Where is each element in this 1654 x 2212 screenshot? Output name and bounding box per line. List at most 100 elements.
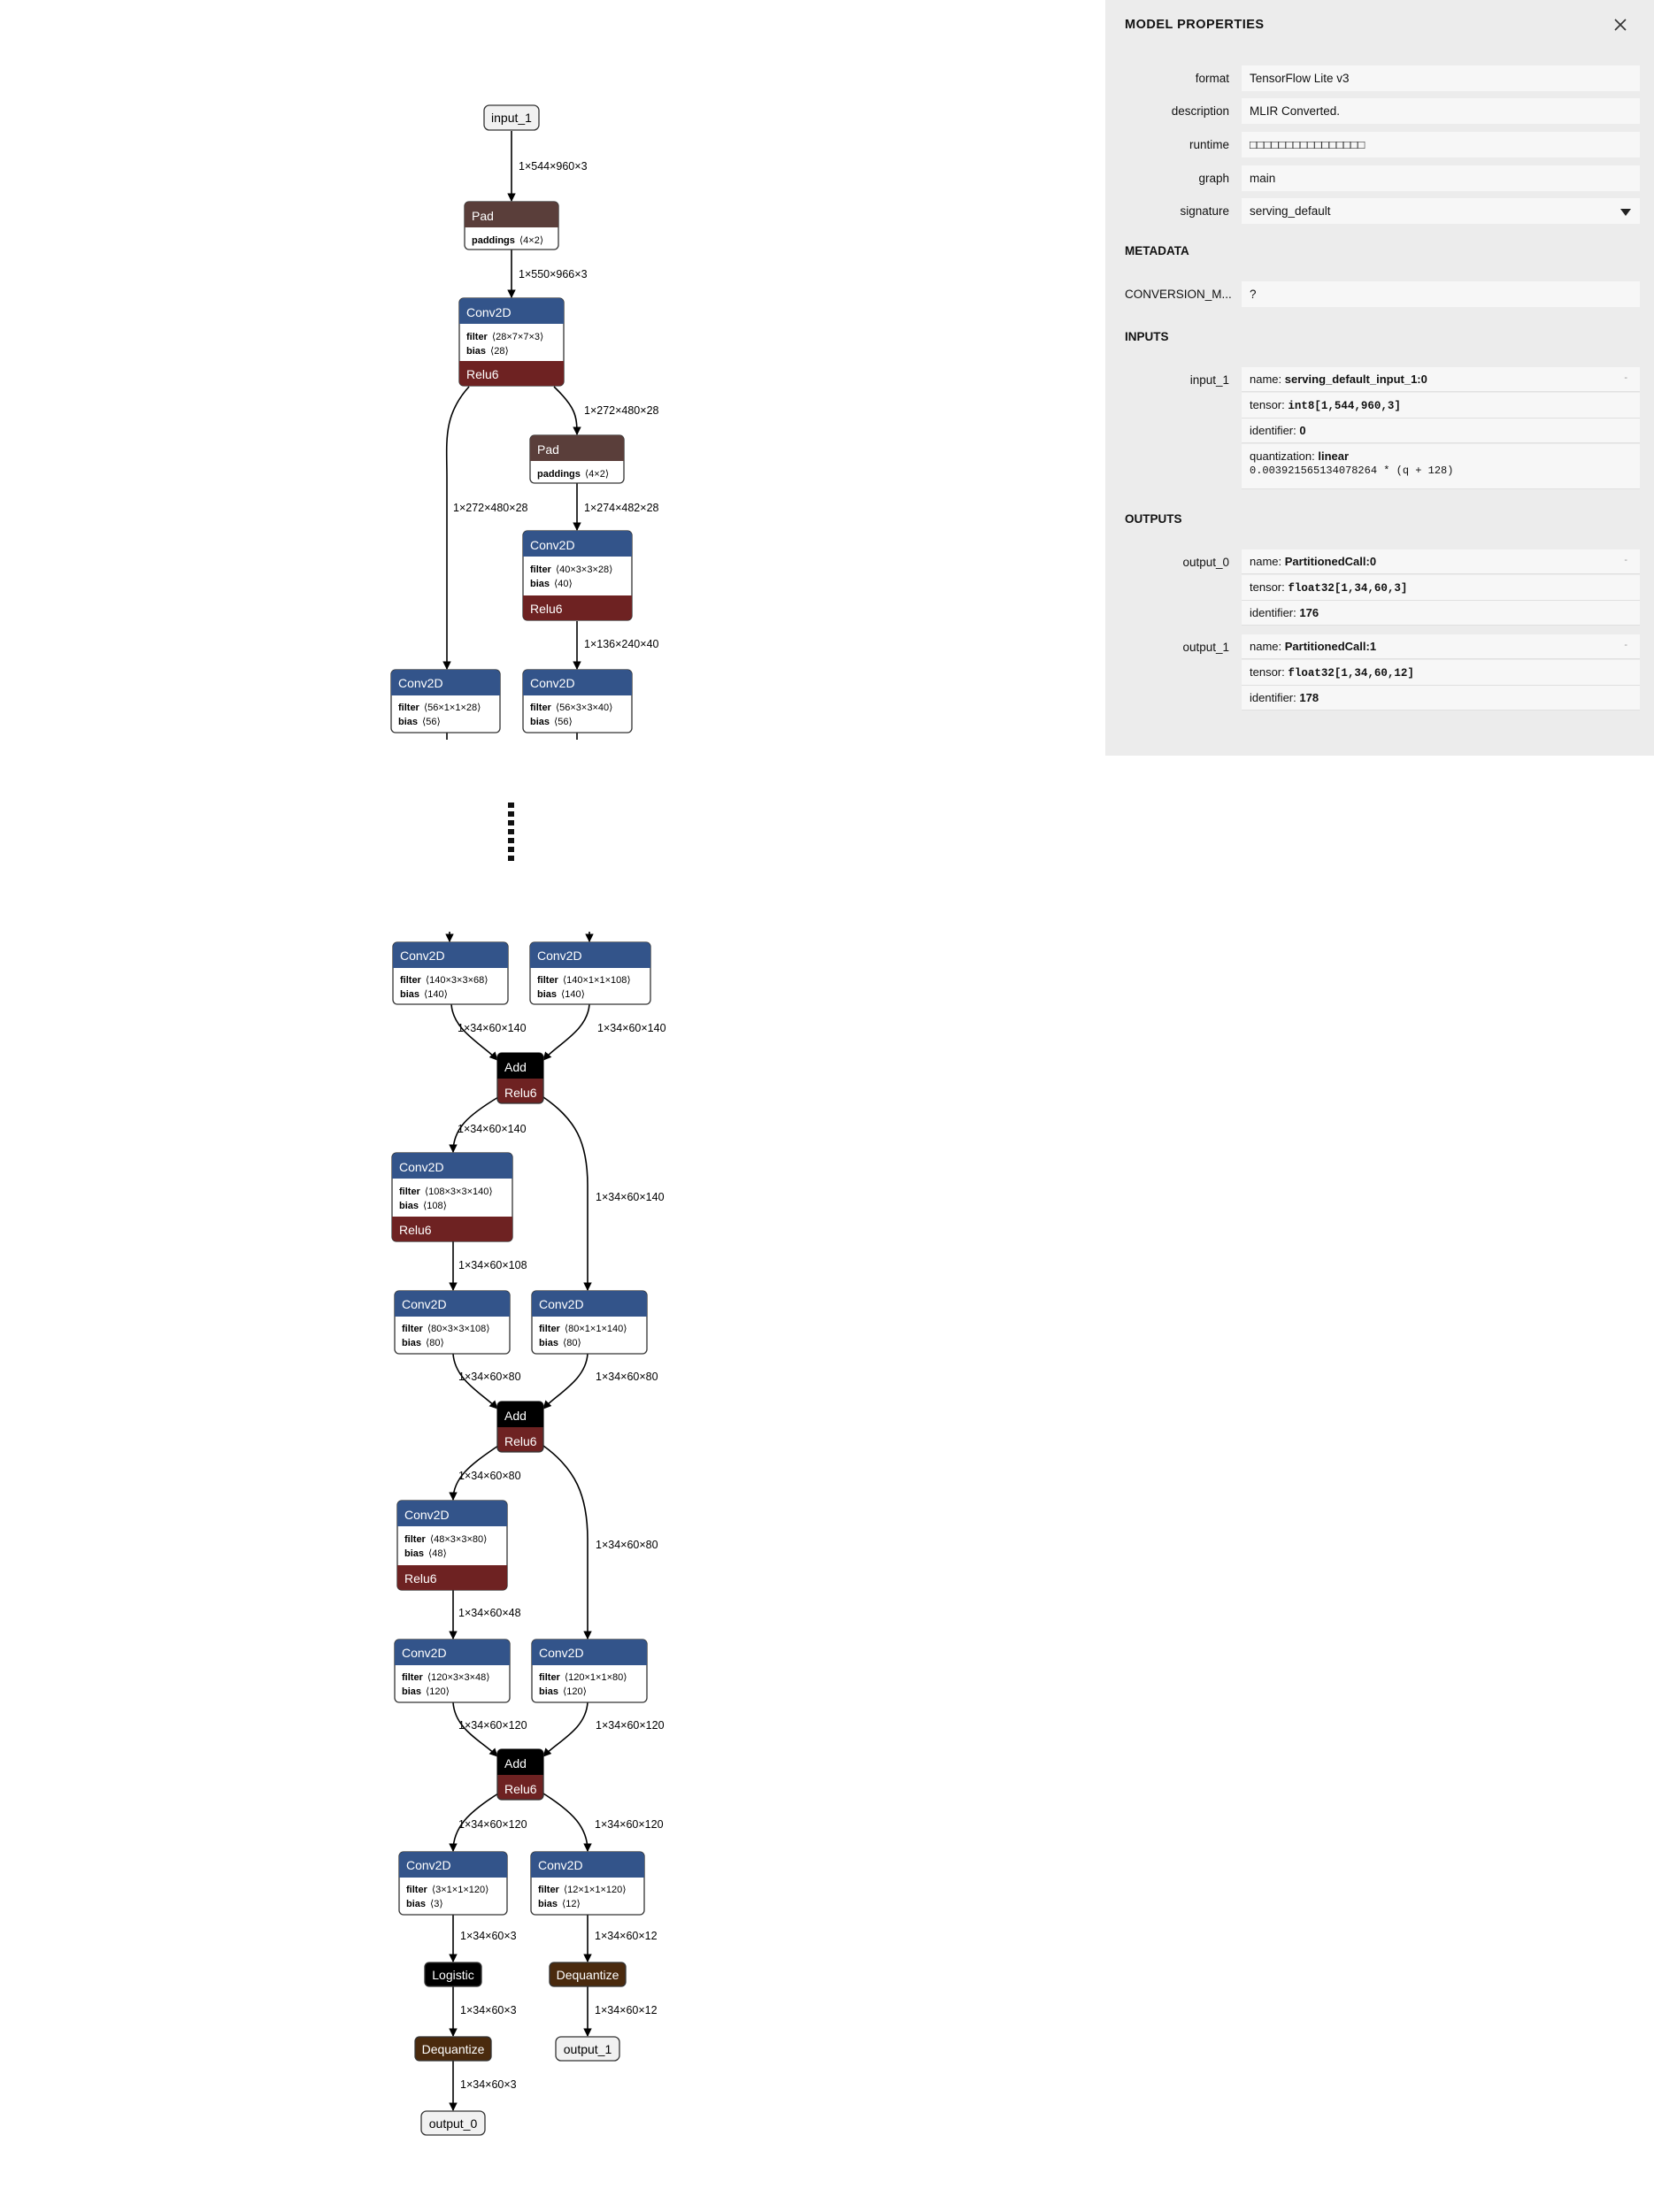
edge-label: 1×34×60×80 [596, 1539, 658, 1551]
node-add-1[interactable]: Add Relu6 [496, 1052, 544, 1104]
edge-add3-conv14 [542, 1793, 592, 1852]
node-title: Conv2D [537, 949, 582, 963]
node-attr: filter⟨48×3×3×80⟩ [404, 1534, 487, 1545]
node-conv2d-13[interactable]: Conv2D filter⟨3×1×1×120⟩ bias⟨3⟩ [398, 1851, 508, 1916]
model-graph[interactable]: 1×544×960×3 1×550×966×3 1×272×480×28 1×2… [0, 0, 1105, 2212]
node-attr: filter⟨140×3×3×68⟩ [400, 975, 489, 986]
node-conv2d-1[interactable]: Conv2D filter⟨28×7×7×3⟩ bias⟨28⟩ Relu6 [458, 297, 565, 387]
node-title: Conv2D [398, 676, 443, 690]
edge-conv9-add2 [542, 1353, 589, 1409]
node-activation: Relu6 [530, 602, 563, 616]
node-attr: bias⟨120⟩ [539, 1686, 587, 1697]
output0-identifier-key: identifier: [1250, 606, 1296, 619]
edge-conv11-add3 [452, 1701, 498, 1757]
node-dequantize-1[interactable]: Dequantize [414, 2036, 492, 2062]
metadata-heading: METADATA [1125, 244, 1189, 257]
node-conv2d-6[interactable]: Conv2D filter⟨140×1×1×108⟩ bias⟨140⟩ [529, 941, 651, 1005]
node-attr: bias⟨40⟩ [530, 579, 573, 589]
expand-icon[interactable]: - [1624, 373, 1627, 383]
output1-tensor-value: float32[1,34,60,12] [1288, 667, 1414, 680]
node-conv2d-9[interactable]: Conv2D filter⟨80×1×1×140⟩ bias⟨80⟩ [531, 1290, 648, 1355]
input-quant-value: linear [1318, 449, 1350, 463]
node-conv2d-5[interactable]: Conv2D filter⟨140×3×3×68⟩ bias⟨140⟩ [392, 941, 509, 1005]
node-title: Conv2D [530, 538, 575, 552]
node-attr: filter⟨12×1×1×120⟩ [538, 1885, 627, 1895]
signature-select[interactable]: serving_default [1242, 198, 1640, 224]
output1-name-line[interactable]: name: PartitionedCall:1 - [1242, 634, 1640, 659]
expand-icon[interactable]: - [1624, 640, 1627, 650]
node-conv2d-12[interactable]: Conv2D filter⟨120×1×1×80⟩ bias⟨120⟩ [531, 1639, 648, 1703]
node-input-1[interactable]: input_1 [483, 104, 540, 131]
node-attr: bias⟨3⟩ [406, 1899, 443, 1909]
node-conv2d-14[interactable]: Conv2D filter⟨12×1×1×120⟩ bias⟨12⟩ [530, 1851, 645, 1916]
edge-add2-conv10 [449, 1445, 499, 1501]
node-conv2d-10[interactable]: Conv2D filter⟨48×3×3×80⟩ bias⟨48⟩ Relu6 [396, 1500, 508, 1591]
node-conv2d-4[interactable]: Conv2D filter⟨56×3×3×40⟩ bias⟨56⟩ [522, 669, 633, 733]
output0-tensor-key: tensor: [1250, 580, 1285, 594]
output0-identifier-value: 176 [1299, 606, 1319, 619]
input-name-line[interactable]: name: serving_default_input_1:0 - [1242, 367, 1640, 392]
node-conv2d-2[interactable]: Conv2D filter⟨40×3×3×28⟩ bias⟨40⟩ Relu6 [522, 530, 633, 621]
output1-identifier-value: 178 [1299, 691, 1319, 704]
node-conv2d-11[interactable]: Conv2D filter⟨120×3×3×48⟩ bias⟨120⟩ [394, 1639, 511, 1703]
edge-label: 1×34×60×108 [458, 1259, 527, 1271]
node-title: Dequantize [422, 2042, 485, 2056]
node-attr: bias⟨28⟩ [466, 346, 509, 357]
node-title: Conv2D [539, 1646, 584, 1660]
node-label: output_1 [564, 2042, 612, 2056]
input-quant-key: quantization: [1250, 449, 1315, 463]
node-title: Conv2D [402, 1646, 447, 1660]
format-label: format [1195, 72, 1229, 85]
edge-add3-conv13 [449, 1793, 499, 1852]
node-pad-2[interactable]: Pad paddings⟨4×2⟩ [529, 434, 625, 484]
graph-value: main [1242, 165, 1640, 191]
node-attr: bias⟨56⟩ [398, 717, 441, 727]
node-logistic[interactable]: Logistic [424, 1962, 482, 1987]
node-activation: Relu6 [404, 1571, 437, 1586]
node-add-3[interactable]: Add Relu6 [496, 1748, 544, 1801]
node-activation: Relu6 [504, 1782, 537, 1796]
chevron-down-icon [1620, 209, 1631, 216]
node-attr: filter⟨28×7×7×3⟩ [466, 332, 543, 342]
node-attr: bias⟨108⟩ [399, 1201, 447, 1211]
node-output-1[interactable]: output_1 [555, 2036, 620, 2062]
node-activation: Relu6 [399, 1223, 432, 1237]
input-identifier-value: 0 [1299, 424, 1306, 437]
node-activation: Relu6 [504, 1434, 537, 1448]
output0-label: output_0 [1182, 556, 1229, 569]
graph-edges-bottom [445, 932, 594, 2111]
node-conv2d-8[interactable]: Conv2D filter⟨80×3×3×108⟩ bias⟨80⟩ [394, 1290, 511, 1355]
graph-ellipsis-indicator [508, 803, 514, 861]
expand-icon[interactable]: - [1624, 555, 1627, 565]
node-output-0[interactable]: output_0 [420, 2110, 486, 2136]
edge-label: 1×550×966×3 [519, 268, 588, 280]
output0-name-line[interactable]: name: PartitionedCall:0 - [1242, 549, 1640, 574]
node-add-2[interactable]: Add Relu6 [496, 1401, 544, 1453]
node-title: Conv2D [539, 1297, 584, 1311]
edge-label: 1×34×60×3 [460, 2004, 517, 2016]
close-icon[interactable] [1610, 14, 1631, 35]
graph-edges-top [442, 131, 581, 740]
edge-add1-conv7 [449, 1096, 499, 1153]
node-attr: paddings⟨4×2⟩ [472, 235, 543, 246]
node-title: Conv2D [406, 1858, 451, 1872]
edge-label: 1×34×60×140 [597, 1022, 666, 1034]
edge-label: 1×34×60×120 [458, 1818, 527, 1831]
node-conv2d-7[interactable]: Conv2D filter⟨108×3×3×140⟩ bias⟨108⟩ Rel… [391, 1152, 513, 1242]
edge-add1-conv9 [542, 1096, 592, 1291]
edge-label: 1×34×60×120 [595, 1818, 664, 1831]
output0-tensor-value: float32[1,34,60,3] [1288, 582, 1408, 595]
signature-selected-value: serving_default [1250, 204, 1331, 218]
node-title: Add [504, 1060, 527, 1074]
node-title: Pad [472, 209, 494, 223]
node-dequantize-2[interactable]: Dequantize [549, 1962, 627, 1987]
input-identifier-line: identifier: 0 [1242, 419, 1640, 443]
edge-label: 1×136×240×40 [584, 638, 659, 650]
edge-label: 1×34×60×140 [458, 1123, 527, 1135]
node-pad-1[interactable]: Pad paddings⟨4×2⟩ [464, 201, 559, 250]
node-conv2d-3[interactable]: Conv2D filter⟨56×1×1×28⟩ bias⟨56⟩ [390, 669, 501, 733]
input-tensor-line: tensor: int8[1,544,960,3] [1242, 393, 1640, 419]
edge-label: 1×34×60×140 [458, 1022, 527, 1034]
description-value: MLIR Converted. [1242, 98, 1640, 124]
node-attr: bias⟨12⟩ [538, 1899, 581, 1909]
